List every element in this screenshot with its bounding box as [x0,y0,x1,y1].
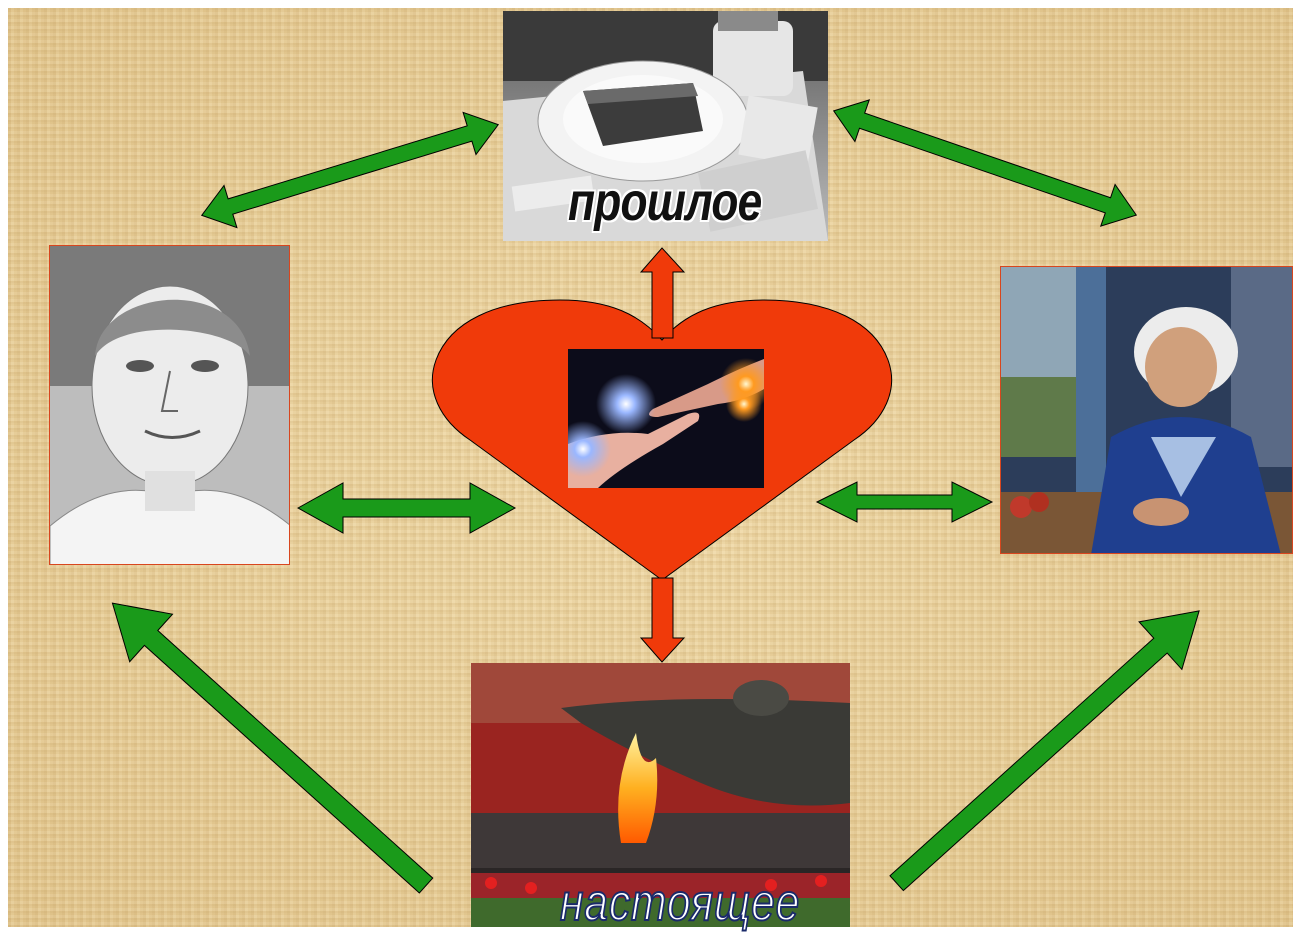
photo-bread-ration [503,11,828,241]
photo-touching-hands [568,349,764,488]
green-arrow-mid-right [815,481,994,523]
red-arrow-down [639,577,686,663]
caption-present: настоящее [559,873,801,933]
red-arrow-up [639,247,686,339]
photo-grandmother [1000,266,1293,554]
green-arrow-bottom-right [889,610,1200,892]
green-arrow-top-left [200,111,500,229]
green-arrow-top-right [832,99,1138,227]
photo-eternal-flame [471,663,850,927]
green-arrow-bottom-left [111,602,434,894]
photo-boy-portrait [49,245,290,565]
green-arrow-mid-left [296,482,517,534]
caption-past: прошлое [568,172,762,232]
